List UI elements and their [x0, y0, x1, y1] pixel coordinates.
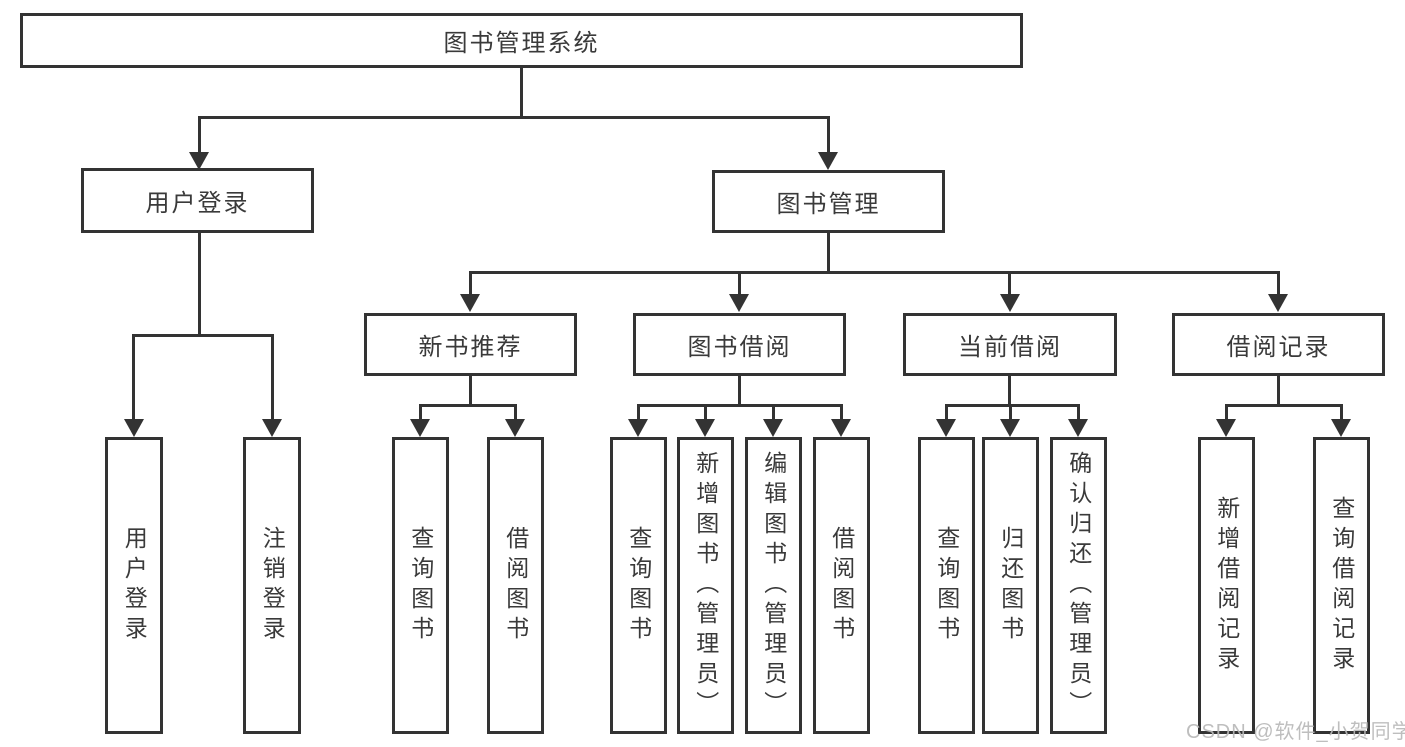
- arrow-down-icon: [1216, 419, 1236, 437]
- watermark: CSDN @软件_小贺同学: [1186, 721, 1405, 743]
- connector-line: [840, 404, 843, 421]
- node-label: 当前借阅: [958, 334, 1062, 361]
- connector-line: [419, 404, 422, 421]
- node-label: 新增图书（管理员）: [692, 450, 719, 721]
- connector-line: [1008, 271, 1011, 297]
- leaf-add-book-admin: 新增图书（管理员）: [677, 437, 734, 734]
- node-borrow-records: 借阅记录: [1172, 313, 1385, 376]
- connector-line: [827, 116, 830, 154]
- connector-line: [772, 404, 775, 421]
- arrow-down-icon: [262, 419, 282, 437]
- arrow-down-icon: [1268, 294, 1288, 312]
- connector-line: [271, 334, 274, 420]
- connector-line: [1225, 404, 1341, 407]
- arrow-down-icon: [189, 152, 209, 170]
- node-label: 查询借阅记录: [1328, 495, 1355, 676]
- connector-line: [738, 271, 741, 297]
- node-label: 用户登录: [145, 190, 250, 217]
- arrow-down-icon: [729, 294, 749, 312]
- connector-line: [827, 233, 830, 274]
- arrow-down-icon: [763, 419, 783, 437]
- leaf-return-books: 归还图书: [982, 437, 1039, 734]
- connector-line: [132, 334, 274, 337]
- connector-line: [637, 404, 842, 407]
- node-current-borrowing: 当前借阅: [903, 313, 1117, 376]
- node-label: 查询图书: [625, 525, 652, 646]
- node-label: 编辑图书（管理员）: [760, 450, 787, 721]
- leaf-logout-login: 注销登录: [243, 437, 301, 734]
- node-label: 借阅记录: [1226, 334, 1331, 361]
- arrow-down-icon: [1331, 419, 1351, 437]
- connector-line: [469, 271, 1279, 274]
- connector-line: [1077, 404, 1080, 421]
- node-label: 借阅图书: [502, 525, 529, 646]
- arrow-down-icon: [695, 419, 715, 437]
- arrow-down-icon: [410, 419, 430, 437]
- connector-line: [514, 404, 517, 421]
- node-book-management: 图书管理: [712, 170, 945, 233]
- connector-line: [1340, 404, 1343, 421]
- connector-line: [738, 376, 741, 406]
- node-library-system: 图书管理系统: [20, 13, 1023, 68]
- leaf-confirm-return-admin: 确认归还（管理员）: [1050, 437, 1107, 734]
- connector-line: [1225, 404, 1228, 421]
- node-label: 查询图书: [407, 525, 434, 646]
- leaf-query-books-borrowing: 查询图书: [610, 437, 667, 734]
- node-label: 新增借阅记录: [1213, 495, 1240, 676]
- connector-line: [520, 68, 523, 118]
- connector-line: [1277, 271, 1280, 297]
- leaf-query-borrow-record: 查询借阅记录: [1313, 437, 1370, 734]
- arrow-down-icon: [831, 419, 851, 437]
- node-user-login: 用户登录: [81, 168, 314, 233]
- node-label: 新书推荐: [418, 334, 523, 361]
- arrow-down-icon: [818, 152, 838, 170]
- arrow-down-icon: [124, 419, 144, 437]
- connector-line: [1277, 376, 1280, 406]
- node-label: 确认归还（管理员）: [1065, 450, 1092, 721]
- connector-line: [1009, 404, 1012, 421]
- arrow-down-icon: [1000, 419, 1020, 437]
- node-book-borrowing: 图书借阅: [633, 313, 846, 376]
- connector-line: [198, 116, 830, 119]
- connector-line: [132, 334, 135, 420]
- leaf-query-books-current: 查询图书: [918, 437, 975, 734]
- leaf-add-borrow-record: 新增借阅记录: [1198, 437, 1255, 734]
- node-label: 借阅图书: [828, 525, 855, 646]
- connector-line: [198, 233, 201, 336]
- node-label: 用户登录: [121, 525, 148, 646]
- leaf-edit-book-admin: 编辑图书（管理员）: [745, 437, 802, 734]
- arrow-down-icon: [505, 419, 525, 437]
- leaf-query-books-recommend: 查询图书: [392, 437, 449, 734]
- connector-line: [198, 116, 201, 154]
- arrow-down-icon: [628, 419, 648, 437]
- connector-line: [945, 404, 948, 421]
- node-new-book-recommend: 新书推荐: [364, 313, 577, 376]
- node-label: 归还图书: [997, 525, 1024, 646]
- connector-line: [1008, 376, 1011, 406]
- arrow-down-icon: [1000, 294, 1020, 312]
- arrow-down-icon: [936, 419, 956, 437]
- node-label: 图书管理: [776, 191, 881, 218]
- connector-line: [469, 271, 472, 297]
- leaf-user-login: 用户登录: [105, 437, 163, 734]
- connector-line: [704, 404, 707, 421]
- node-label: 图书借阅: [687, 334, 792, 361]
- connector-line: [637, 404, 640, 421]
- node-label: 查询图书: [933, 525, 960, 646]
- node-label: 图书管理系统: [443, 30, 600, 57]
- arrow-down-icon: [460, 294, 480, 312]
- node-label: 注销登录: [259, 525, 286, 646]
- leaf-borrow-books-borrowing: 借阅图书: [813, 437, 870, 734]
- connector-line: [419, 404, 516, 407]
- leaf-borrow-books-recommend: 借阅图书: [487, 437, 544, 734]
- connector-line: [469, 376, 472, 406]
- arrow-down-icon: [1068, 419, 1088, 437]
